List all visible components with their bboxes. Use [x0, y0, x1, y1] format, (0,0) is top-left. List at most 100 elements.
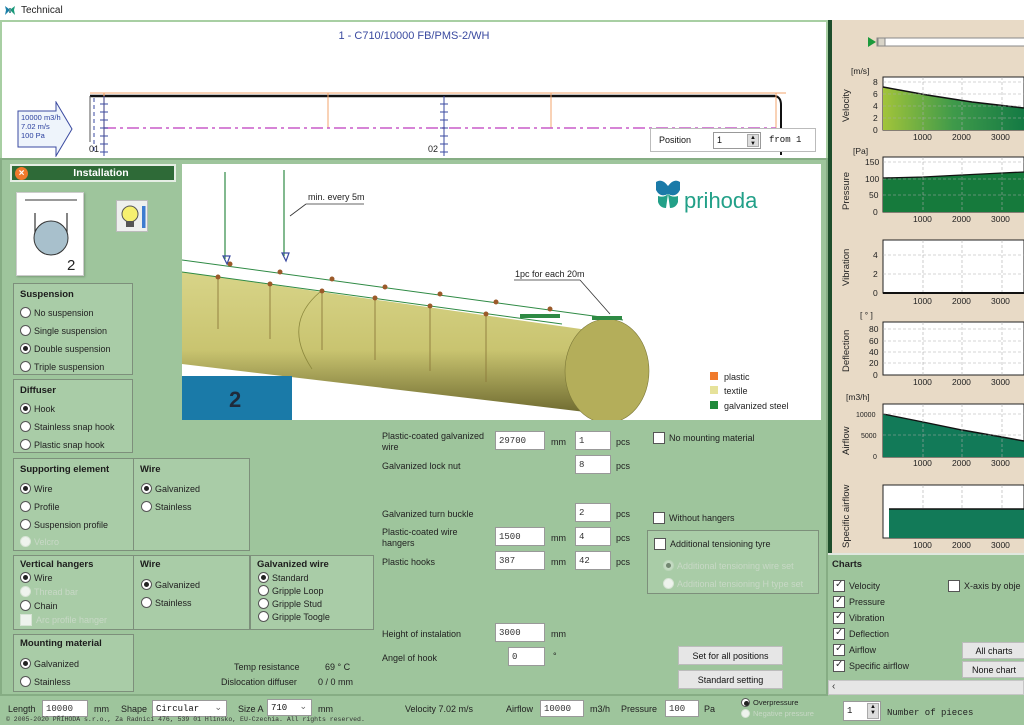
input-hook-angle[interactable]: 0 — [508, 647, 545, 666]
radio-wire-galvanized[interactable]: Galvanized — [141, 483, 200, 494]
plan-view — [0, 20, 828, 160]
radio-mounting-galvanized[interactable]: Galvanized — [20, 658, 79, 669]
radio-double-suspension[interactable]: Double suspension — [20, 343, 111, 354]
supporting-element-title: Supporting element — [20, 464, 110, 475]
shape-select[interactable]: Circular⌄ — [152, 700, 227, 717]
stepper-arrows-icon[interactable]: ▲▼ — [747, 133, 759, 147]
checkbox-without-hangers[interactable]: Without hangers — [653, 512, 735, 524]
radio-hanger-galvanized[interactable]: Galvanized — [141, 579, 200, 590]
none-chart-button[interactable]: None chart — [962, 661, 1024, 678]
radio-wire-stainless[interactable]: Stainless — [141, 501, 192, 512]
horizontal-scrollbar[interactable]: ‹ — [828, 680, 1024, 695]
radio-gripple-toogle[interactable]: Gripple Toogle — [258, 611, 330, 622]
checkbox-pressure[interactable]: Pressure — [833, 595, 885, 608]
radio-plastic-snap-hook[interactable]: Plastic snap hook — [20, 439, 105, 450]
input-hooks-length[interactable]: 387 — [495, 551, 545, 570]
airflow-label: Airflow — [506, 704, 534, 714]
radio-mounting-stainless[interactable]: Stainless — [20, 676, 71, 687]
radio-chain[interactable]: Chain — [20, 600, 58, 611]
radio-hanger-stainless[interactable]: Stainless — [141, 597, 192, 608]
checkbox-velocity[interactable]: Velocity — [833, 579, 880, 592]
suspension-type-card[interactable]: 2 — [16, 192, 84, 276]
flow-velocity: 7.02 m/s — [21, 122, 50, 131]
input-hangers-length[interactable]: 1500 — [495, 527, 545, 546]
close-icon[interactable]: × — [15, 166, 28, 180]
input-wire-qty[interactable]: 1 — [575, 431, 611, 450]
checkbox-airflow[interactable]: Airflow — [833, 643, 876, 656]
tensioning-tyre-group: Additional tensioning tyre Additional te… — [647, 530, 819, 594]
playback-slider[interactable] — [866, 36, 1024, 48]
radio-support-wire[interactable]: Wire — [20, 483, 53, 494]
checkbox-additional-tyre[interactable]: Additional tensioning tyre — [654, 538, 771, 550]
svg-text:20: 20 — [869, 358, 879, 368]
radio-gripple-stud[interactable]: Gripple Stud — [258, 598, 322, 609]
svg-text:0: 0 — [873, 454, 877, 461]
input-length[interactable]: 10000 — [42, 700, 88, 717]
length-label: Length — [8, 704, 36, 714]
radio-gripple-loop[interactable]: Gripple Loop — [258, 585, 324, 596]
length-unit: mm — [94, 704, 109, 714]
size-select[interactable]: 710⌄ — [267, 699, 312, 716]
hint-button[interactable] — [116, 200, 148, 232]
radio-stainless-snap-hook[interactable]: Stainless snap hook — [20, 421, 115, 432]
svg-text:40: 40 — [869, 347, 879, 357]
checkbox-vibration[interactable]: Vibration — [833, 611, 884, 624]
all-charts-button[interactable]: All charts — [962, 642, 1024, 659]
pressure-unit: Pa — [704, 704, 716, 714]
charts-title: Charts — [832, 559, 863, 570]
input-airflow[interactable]: 10000 — [540, 700, 584, 717]
unit-degree: ° — [553, 651, 557, 661]
double-suspension-icon: 2 — [25, 199, 77, 274]
unit-mm: mm — [551, 533, 566, 543]
input-hangers-qty[interactable]: 4 — [575, 527, 611, 546]
input-turn-buckle-qty[interactable]: 2 — [575, 503, 611, 522]
checkbox-no-mounting-material[interactable]: No mounting material — [653, 432, 755, 444]
svg-text:2000: 2000 — [952, 540, 971, 550]
stepper-arrows-icon[interactable]: ▲▼ — [867, 703, 879, 719]
pressure-label: Pressure — [621, 704, 658, 714]
svg-text:1000: 1000 — [913, 458, 932, 468]
svg-text:80: 80 — [869, 324, 879, 334]
galvanized-wire-group: Galvanized wire Standard Gripple Loop Gr… — [250, 555, 374, 630]
radio-no-suspension[interactable]: No suspension — [20, 307, 94, 318]
size-unit: mm — [318, 704, 333, 714]
airflow-unit: m3/h — [590, 704, 611, 714]
input-pressure[interactable]: 100 — [665, 700, 699, 717]
svg-text:1000: 1000 — [913, 377, 932, 387]
checkbox-xaxis-by-object[interactable]: X-axis by obje — [948, 580, 1021, 592]
checkbox-deflection[interactable]: Deflection — [833, 627, 889, 640]
standard-setting-button[interactable]: Standard setting — [678, 670, 783, 689]
position-stepper[interactable]: 1 ▲▼ — [713, 131, 761, 149]
label-plastic-coated-wire: Plastic-coated galvanized wire — [382, 431, 485, 452]
radio-standard[interactable]: Standard — [258, 572, 309, 583]
set-for-all-positions-button[interactable]: Set for all positions — [678, 646, 783, 665]
svg-text:2000: 2000 — [952, 132, 971, 142]
pieces-stepper[interactable]: 1 ▲▼ — [843, 701, 881, 721]
unit-pcs: pcs — [616, 461, 631, 471]
radio-tensioning-h-type-set: Additional tensioning H type set — [663, 578, 803, 589]
radio-support-profile[interactable]: Profile — [20, 501, 60, 512]
radio-suspension-profile[interactable]: Suspension profile — [20, 519, 108, 530]
charts-options-panel: Charts Velocity Pressure Vibration Defle… — [828, 553, 1024, 696]
input-wire-length[interactable]: 29700 — [495, 431, 545, 450]
hanger-wire-title: Wire — [140, 559, 161, 570]
radio-single-suspension[interactable]: Single suspension — [20, 325, 107, 336]
radio-hook[interactable]: Hook — [20, 403, 55, 414]
prihoda-logo: prihoda — [656, 180, 758, 213]
scroll-left-icon[interactable]: ‹ — [832, 681, 836, 692]
svg-text:3000: 3000 — [991, 458, 1010, 468]
copyright-text: © 2005-2020 PŘÍHODA s.r.o., Za Radnicí 4… — [6, 716, 365, 723]
plan-title: 1 - C710/10000 FB/PMS-2/WH — [338, 30, 490, 42]
svg-text:4: 4 — [873, 250, 878, 260]
radio-overpressure[interactable]: Overpressure — [741, 698, 798, 707]
marker-01: 01 — [89, 144, 99, 154]
input-installation-height[interactable]: 3000 — [495, 623, 545, 642]
checkbox-specific-airflow[interactable]: Specific airflow — [833, 659, 909, 672]
radio-hanger-wire[interactable]: Wire — [20, 572, 53, 583]
input-lock-nut-qty[interactable]: 8 — [575, 455, 611, 474]
radio-triple-suspension[interactable]: Triple suspension — [20, 361, 104, 372]
input-hooks-qty[interactable]: 42 — [575, 551, 611, 570]
legend-textile: textile — [724, 386, 748, 396]
svg-text:[Pa]: [Pa] — [853, 146, 868, 156]
